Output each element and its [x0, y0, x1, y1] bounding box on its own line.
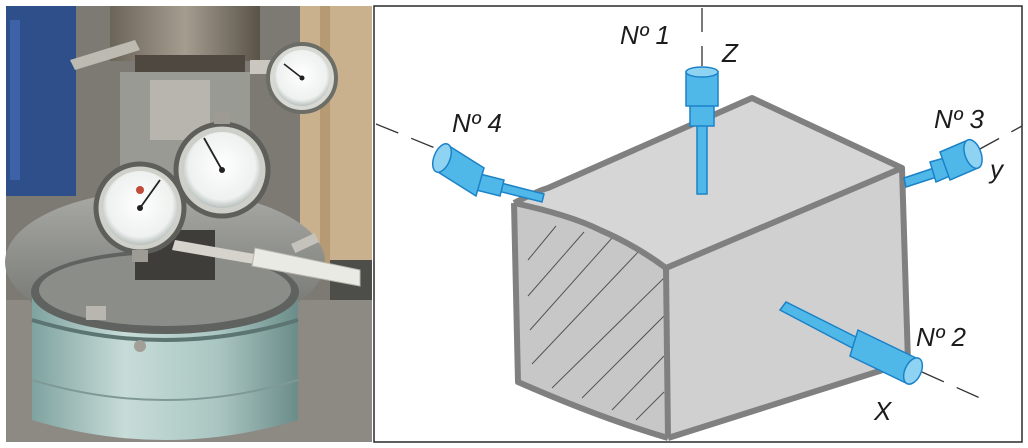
probe-no1: [685, 66, 719, 195]
apparatus-photo: [5, 6, 372, 442]
axis-4-line: [375, 123, 441, 151]
label-no2: Nº 2: [916, 322, 966, 352]
label-no3: Nº 3: [934, 104, 984, 134]
label-no1: Nº 1: [620, 20, 670, 50]
photo-gauge-top: [266, 42, 338, 114]
measurement-diagram: Nº 1 Z Nº 4 Nº 3 y Nº 2 X: [373, 5, 1023, 443]
label-axis-y: y: [988, 154, 1005, 184]
axis-2-line: [921, 371, 981, 399]
specimen-block: [511, 95, 911, 441]
label-no4: Nº 4: [452, 108, 502, 138]
probe-no3: [903, 138, 983, 188]
photo-gauge-middle: [173, 112, 271, 219]
label-axis-z: Z: [721, 38, 739, 68]
photo-gauge-front: [93, 161, 187, 262]
probe-no2: [778, 301, 924, 386]
label-axis-x: X: [873, 396, 893, 426]
axis-3-line: [977, 125, 1023, 151]
probe-no4: [431, 142, 545, 203]
